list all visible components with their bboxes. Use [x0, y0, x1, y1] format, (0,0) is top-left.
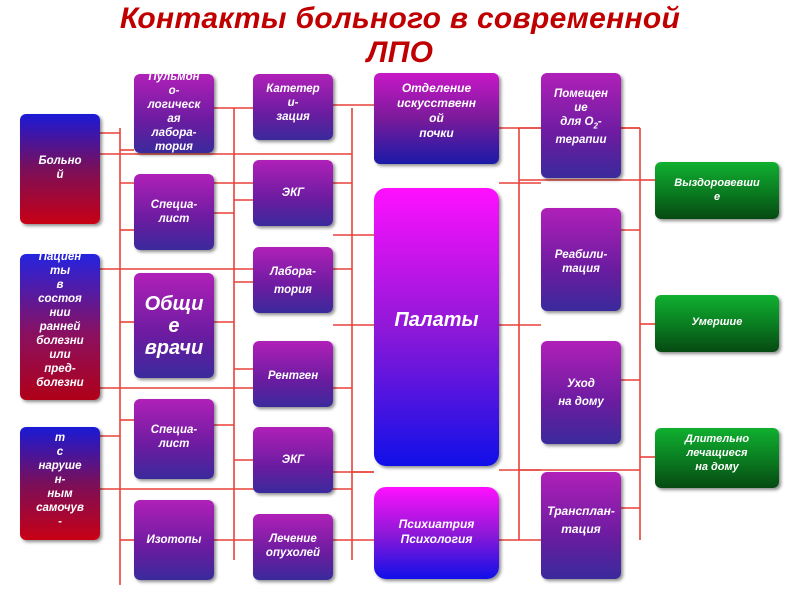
transplantation-label: Трансплан- тация — [547, 504, 615, 536]
pulmonology-lab-box: Пульмон о- логическ ая лабора- тория — [134, 74, 214, 153]
home-care-label: Уход на дому — [558, 378, 604, 408]
ecg-bottom-label: ЭКГ — [281, 454, 305, 466]
oxygen-therapy-box: Помещен ие для О2- терапии — [541, 73, 621, 178]
patient-wellbeing-label: т с наруше н- ным самочув - — [36, 432, 84, 528]
wards-label: Палаты — [394, 309, 479, 331]
artificial-kidney-label: Отделение искусственн ой почки — [396, 81, 477, 140]
deceased-label: Умершие — [691, 316, 743, 328]
specialist-top-box: Специа- лист — [134, 174, 214, 250]
recovered-box: Выздоровевши е — [655, 162, 779, 219]
page-title: Контакты больного в современной ЛПО — [119, 2, 681, 69]
rehabilitation-box: Реабили- тация — [541, 208, 621, 311]
long-term-home-label: Длительно лечащиеся на дому — [684, 433, 750, 473]
specialist-bottom-label: Специа- лист — [150, 424, 198, 450]
patient-sick-label: Больно й — [38, 155, 82, 181]
pulmonology-lab-label: Пульмон о- логическ ая лабора- тория — [147, 74, 201, 153]
long-term-home-box: Длительно лечащиеся на дому — [655, 428, 779, 488]
laboratory-box: Лабора- тория — [253, 247, 333, 313]
artificial-kidney-box: Отделение искусственн ой почки — [374, 73, 499, 164]
tumor-treatment-label: Лечение опухолей — [265, 533, 321, 559]
tumor-treatment-box: Лечение опухолей — [253, 514, 333, 580]
specialist-top-label: Специа- лист — [150, 199, 198, 225]
patient-early-label: Пациен ты в состоя нии ранней болезни ил… — [36, 254, 84, 389]
oxygen-subscript: 2 — [593, 121, 598, 131]
transplantation-box: Трансплан- тация — [541, 472, 621, 579]
patient-early-box: Пациен ты в состоя нии ранней болезни ил… — [20, 254, 100, 400]
specialist-bottom-box: Специа- лист — [134, 399, 214, 479]
wards-box: Палаты — [374, 188, 499, 466]
psychiatry-label: Психиатрия Психология — [398, 517, 475, 546]
general-practitioners-box: Общи е врачи — [134, 273, 214, 378]
oxygen-therapy-text-a: Помещен ие для О — [553, 88, 608, 128]
recovered-label: Выздоровевши е — [674, 177, 760, 203]
catheterization-box: Катетер и- зация — [253, 74, 333, 140]
oxygen-therapy-label: Помещен ие для О2- терапии — [554, 87, 608, 147]
home-care-box: Уход на дому — [541, 341, 621, 444]
catheterization-label: Катетер и- зация — [266, 83, 320, 123]
ecg-top-box: ЭКГ — [253, 160, 333, 226]
ecg-top-label: ЭКГ — [281, 187, 305, 199]
xray-box: Рентген — [253, 341, 333, 407]
patient-wellbeing-box: т с наруше н- ным самочув - — [20, 427, 100, 540]
rehabilitation-label: Реабили- тация — [554, 249, 608, 275]
patient-sick-box: Больно й — [20, 114, 100, 224]
oxygen-therapy-text-b: - терапии — [555, 116, 607, 147]
laboratory-label: Лабора- тория — [270, 266, 316, 296]
isotopes-label: Изотопы — [146, 534, 202, 546]
psychiatry-box: Психиатрия Психология — [374, 487, 499, 579]
deceased-box: Умершие — [655, 295, 779, 352]
xray-label: Рентген — [267, 370, 319, 382]
general-practitioners-label: Общи е врачи — [144, 292, 204, 359]
ecg-bottom-box: ЭКГ — [253, 427, 333, 493]
isotopes-box: Изотопы — [134, 500, 214, 580]
